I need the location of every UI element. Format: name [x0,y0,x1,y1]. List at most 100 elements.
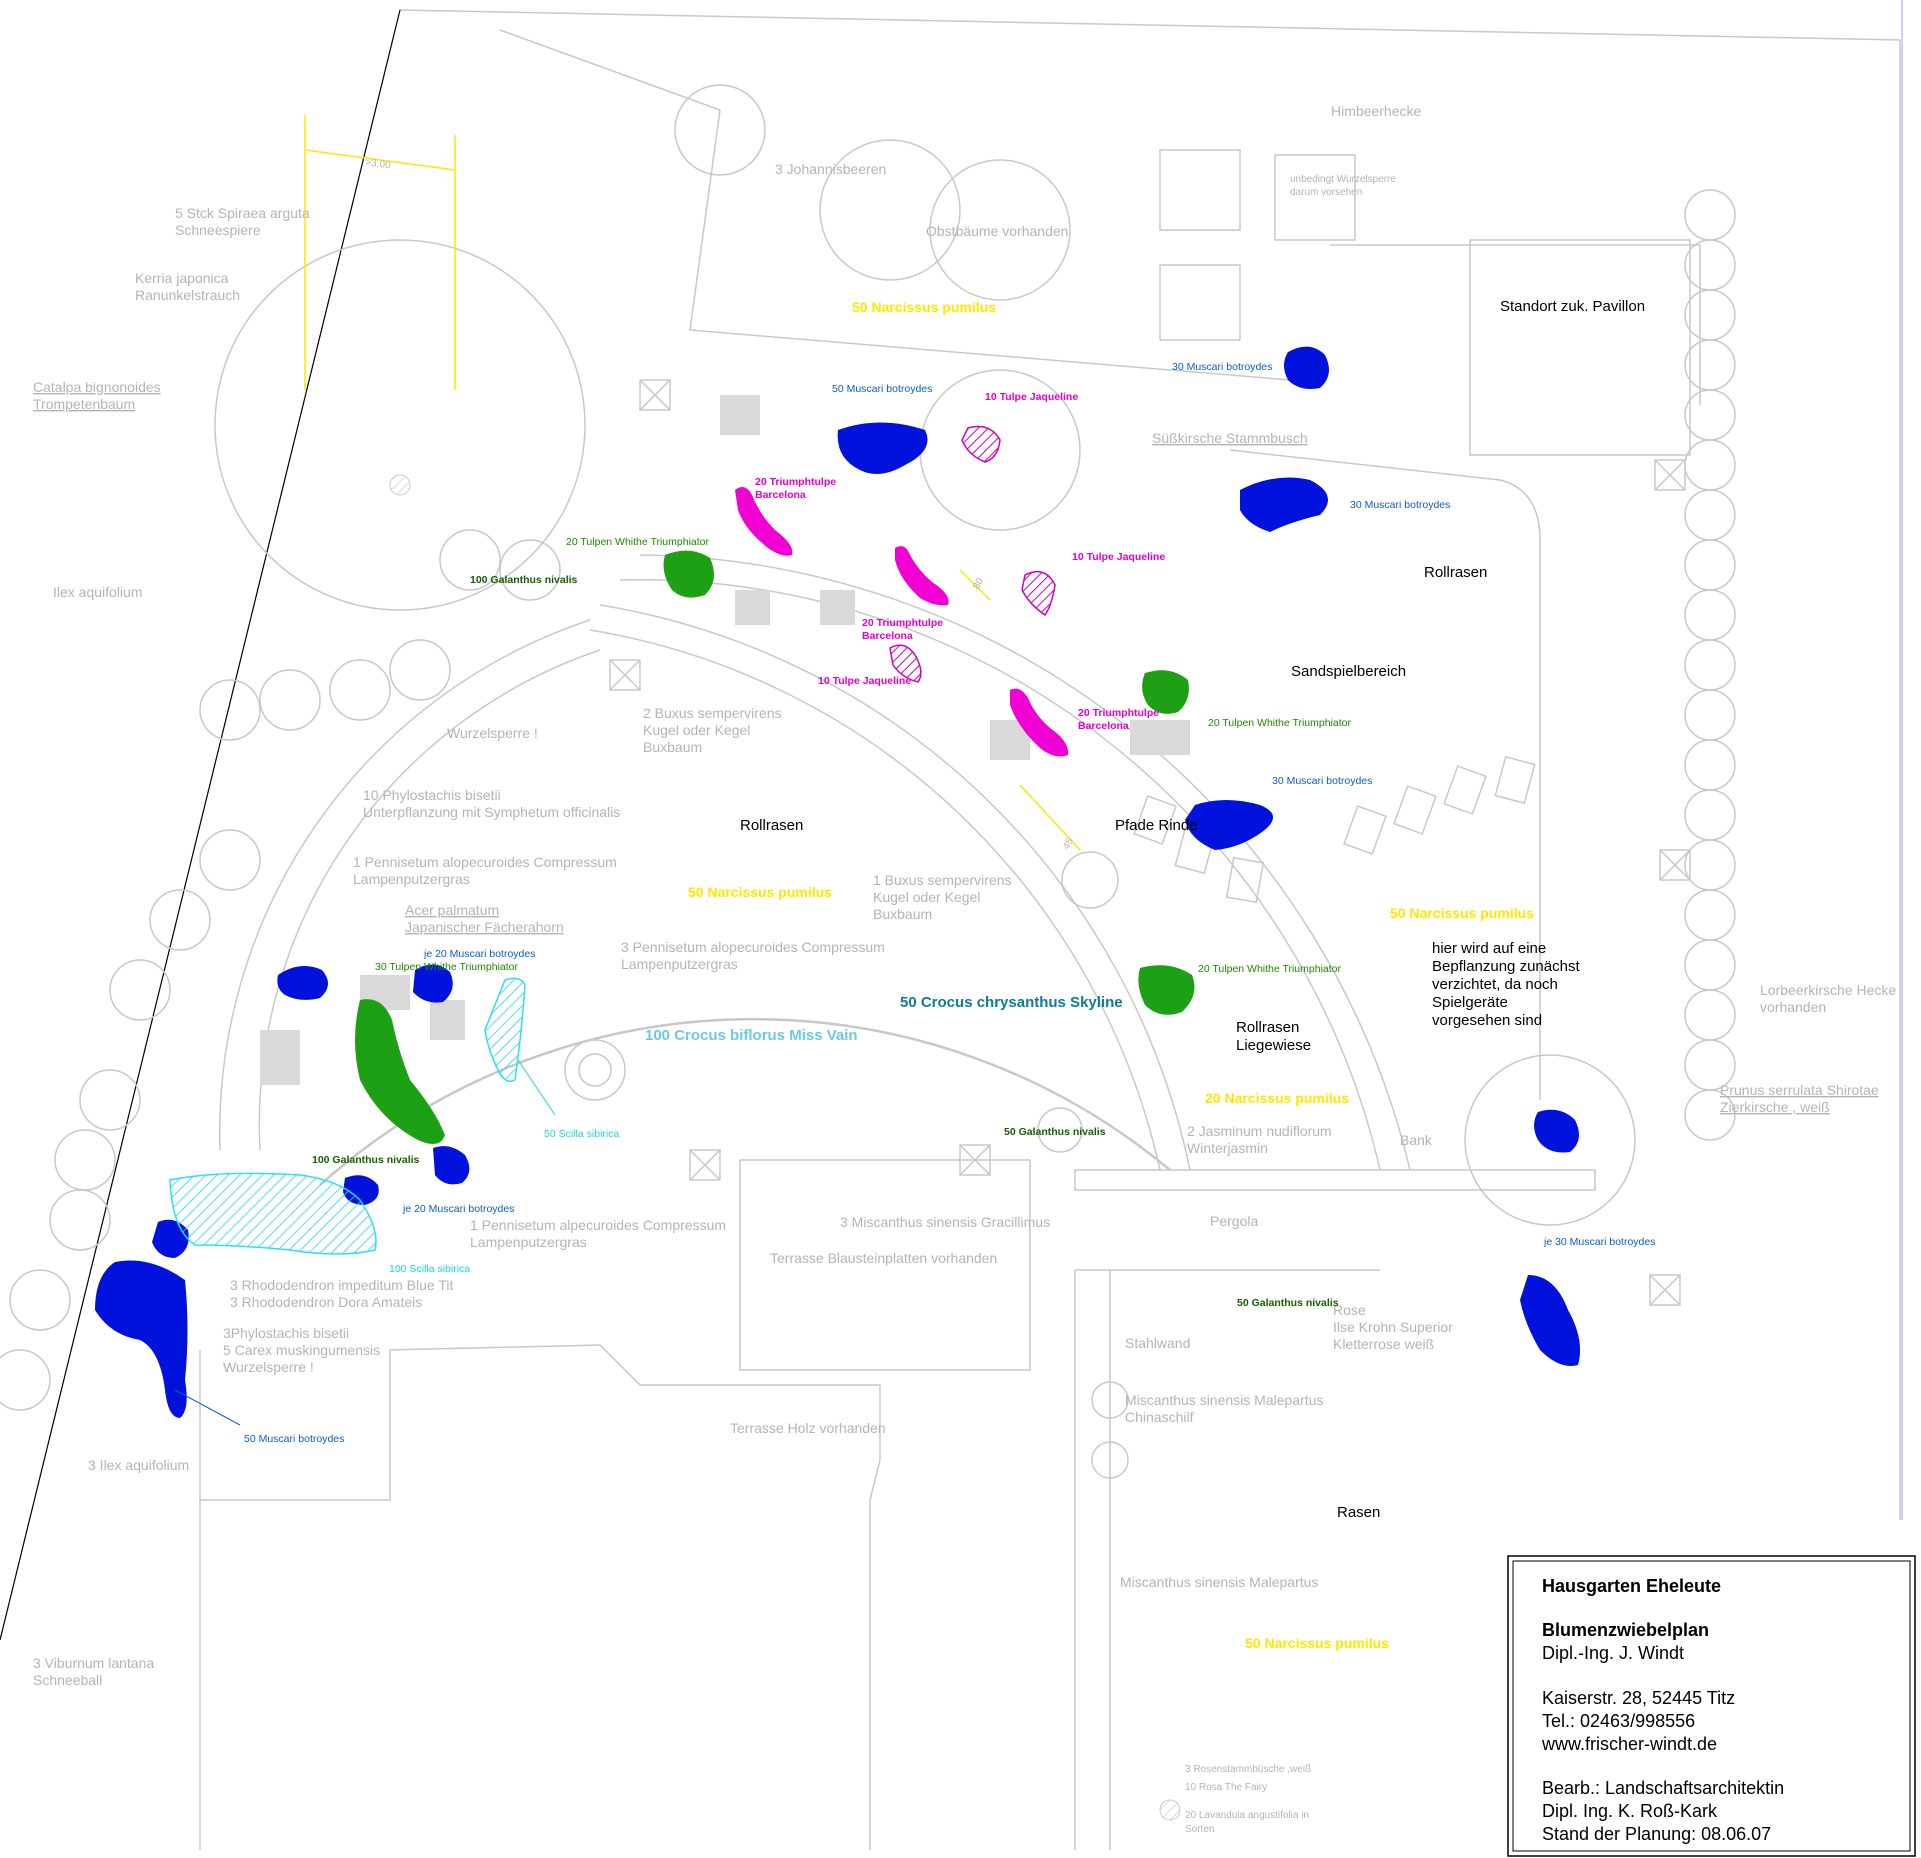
label-phylostachis-3-1: 3Phylostachis bisetii [223,1325,349,1341]
label-viburnum-2: Schneeball [33,1672,102,1688]
label-buxus-2-3: Buxbaum [643,739,702,755]
label-crocus-skyline: 50 Crocus chrysanthus Skyline [900,994,1123,1011]
title-block-title: Hausgarten Eheleute [1542,1576,1721,1596]
bulb-areas [95,346,1581,1426]
label-hinweis-5: vorgesehen sind [1432,1012,1542,1029]
muscari-area-9 [433,1146,470,1185]
jaqueline-tulip-area-3 [889,644,922,683]
label-white-tulip-2: 20 Tulpen Whithe Triumphiator [1208,717,1351,729]
label-pergola: Pergola [1210,1213,1258,1229]
label-galanthus-2: 100 Galanthus nivalis [312,1154,420,1166]
label-galanthus-4: 50 Galanthus nivalis [1237,1297,1339,1309]
label-narcissus-5: 50 Narcissus pumilus [1245,1635,1389,1651]
label-lorbeer-1: Lorbeerkirsche Hecke [1760,982,1896,998]
label-wurzelsperre-note-2: darum vorsehen [1290,187,1362,198]
jaqueline-tulip-area-2 [1021,570,1056,617]
label-muscari-5: je 20 Muscari botroydes [423,948,535,960]
label-rollrasen-3: Rollrasen [1236,1019,1299,1036]
label-acer-1: Acer palmatum [405,902,499,918]
muscari-area-4 [1185,800,1274,850]
label-hinweis-4: Spielgeräte [1432,994,1508,1011]
title-block-address: Kaiserstr. 28, 52445 Titz [1542,1688,1735,1708]
label-pennisetum-3-1: 3 Pennisetum alopecuroides Compressum [621,939,885,955]
label-narcissus-2: 50 Narcissus pumilus [688,884,832,900]
label-acer-2: Japanischer Fächerahorn [405,919,564,935]
label-white-tulip-3: 20 Tulpen Whithe Triumphiator [1198,963,1341,975]
label-wurzelsperre-note-1: unbedingt Wurzelsperre [1290,174,1396,185]
area-labels: Standort zuk. Pavillon Rollrasen Sandspi… [740,298,1645,1521]
label-triumph-2a: 20 Triumphtulpe [862,617,943,629]
label-jasminum-1: 2 Jasminum nudiflorum [1187,1123,1332,1139]
label-pennisetum-3-2: Lampenputzergras [621,956,738,972]
label-pennisetum-b-2: Lampenputzergras [470,1234,587,1250]
scilla-area-1 [484,977,526,1082]
label-jaqueline-2: 10 Tulpe Jaqueline [1072,551,1165,563]
label-rose-2: Ilse Krohn Superior [1333,1319,1453,1335]
label-galanthus-3: 50 Galanthus nivalis [1004,1126,1106,1138]
label-narcissus-1: 50 Narcissus pumilus [852,299,996,315]
jaqueline-tulip-area-1 [961,425,1001,463]
label-muscari-3: 30 Muscari botroydes [1350,499,1450,511]
title-block: Hausgarten Eheleute Blumenzwiebelplan Di… [1507,1555,1916,1857]
label-spiraea-1: 5 Stck Spiraea arguta [175,205,310,221]
label-triumph-3b: Barcelona [1078,720,1129,732]
scilla-area-2 [169,1172,377,1255]
label-phylostachis-1: 10 Phylostachis bisetii [363,787,501,803]
label-rose-3: Kletterrose weiß [1333,1336,1434,1352]
label-triumph-2b: Barcelona [862,630,913,642]
muscari-area-2 [837,422,928,474]
label-pennisetum-b-1: 1 Pennisetum alpecuroides Compressum [470,1217,726,1233]
label-dim-80: 80 [971,576,986,592]
label-jasminum-2: Winterjasmin [1187,1140,1268,1156]
label-pennisetum-1-2: Lampenputzergras [353,871,470,887]
label-kerria-2: Ranunkelstrauch [135,287,240,303]
label-dim-300: >3,00 [365,157,392,171]
white-tulip-area-2 [1142,670,1189,714]
label-muscari-1: 30 Muscari botroydes [1172,361,1272,373]
label-catalpa-2: Trompetenbaum [33,396,135,412]
label-scilla-2: 100 Scilla sibirica [389,1263,470,1275]
label-liegewiese: Liegewiese [1236,1037,1311,1054]
label-wurzelsperre: Wurzelsperre ! [447,725,538,741]
label-muscari-2: 50 Muscari botroydes [832,383,932,395]
label-viburnum-1: 3 Viburnum lantana [33,1655,154,1671]
label-rollrasen-1: Rollrasen [1424,564,1487,581]
triumph-tulip-area-2 [895,546,949,606]
label-buxus-1-3: Buxbaum [873,906,932,922]
label-spiraea-2: Schneespiere [175,222,261,238]
title-block-bearb-name: Dipl. Ing. K. Roß-Kark [1542,1801,1718,1821]
label-miscanthus-m-3: Miscanthus sinensis Malepartus [1120,1574,1318,1590]
label-narcissus-3: 50 Narcissus pumilus [1390,905,1534,921]
label-ilex: Ilex aquifolium [53,584,143,600]
label-buxus-1-2: Kugel oder Kegel [873,889,980,905]
label-obstbaeume: Obstbäume vorhanden [926,223,1068,239]
label-white-tulip-4: 30 Tulpen Whithe Triumphiator [375,961,518,973]
title-block-phone: Tel.: 02463/998556 [1542,1711,1695,1731]
label-rosen-1: 3 Rosenstammbüsche ,weiß [1185,1764,1311,1775]
white-tulip-area-4 [355,999,445,1144]
label-phylostachis-3-2: 5 Carex muskingumensis [223,1342,380,1358]
label-ilex-3: 3 Ilex aquifolium [88,1457,189,1473]
label-rollrasen-2: Rollrasen [740,817,803,834]
label-lorbeer-2: vorhanden [1760,999,1826,1015]
muscari-area-1 [1284,346,1329,389]
label-hinweis-2: Bepflanzung zunächst [1432,958,1580,975]
muscari-area-12 [95,1260,188,1418]
label-buxus-2-2: Kugel oder Kegel [643,722,750,738]
label-miscanthus-m-1: Miscanthus sinensis Malepartus [1125,1392,1323,1408]
label-white-tulip-1: 20 Tulpen Whithe Triumphiator [566,536,709,548]
label-prunus-2: Zierkirsche , weiß [1720,1099,1830,1115]
label-muscari-7: je 30 Muscari botroydes [1543,1236,1655,1248]
label-terrasse-holz: Terrasse Holz vorhanden [730,1420,886,1436]
label-triumph-3a: 20 Triumphtulpe [1078,707,1159,719]
label-triumph-1a: 20 Triumphtulpe [755,476,836,488]
triumph-tulip-area-1 [735,486,793,556]
label-sandspiel: Sandspielbereich [1291,663,1406,680]
label-galanthus-1: 100 Galanthus nivalis [470,574,578,586]
label-phylostachis-3-3: Wurzelsperre ! [223,1359,314,1375]
label-suesskirsche: Süßkirsche Stammbusch [1152,430,1308,446]
label-prunus-1: Prunus serrulata Shirotae [1720,1082,1879,1098]
label-jaqueline-1: 10 Tulpe Jaqueline [985,391,1078,403]
title-block-plan: Blumenzwiebelplan [1542,1620,1709,1640]
